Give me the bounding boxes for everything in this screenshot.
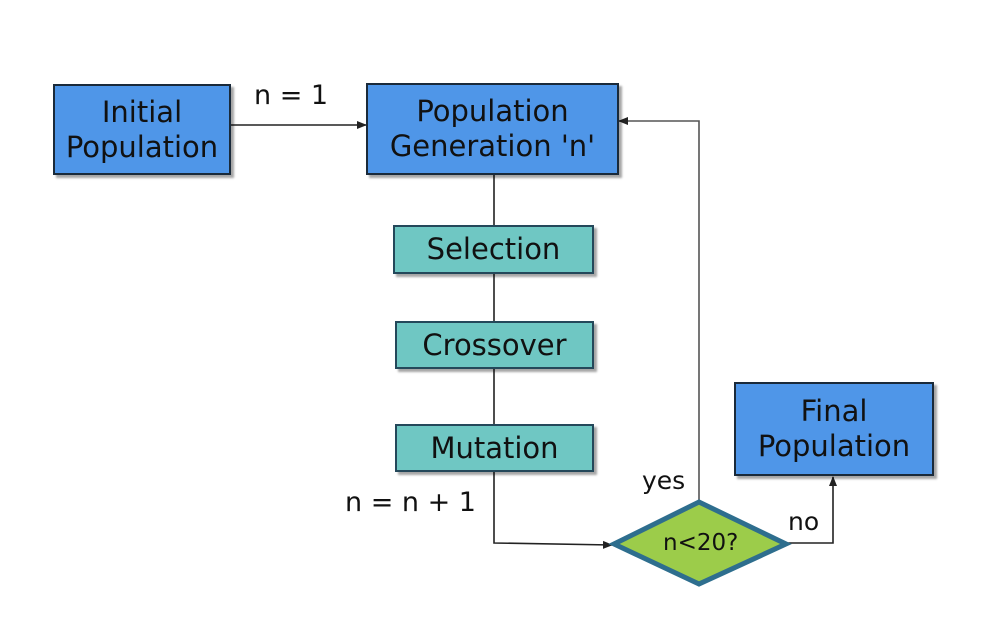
arrow-yes-loop xyxy=(618,117,700,500)
population-generation-line1: Population xyxy=(416,94,569,129)
edge-label-yes: yes xyxy=(642,466,686,495)
population-generation-line2: Generation 'n' xyxy=(389,129,596,163)
arrow-mutation-to-decision xyxy=(493,471,613,549)
initial-population-line2: Population xyxy=(65,129,219,164)
selection-label: Selection xyxy=(426,232,561,267)
crossover-label: Crossover xyxy=(422,327,567,362)
mutation-label: Mutation xyxy=(430,430,559,465)
final-population-line1: Final xyxy=(800,394,868,429)
initial-population-box: Initial Population xyxy=(53,84,231,175)
final-population-box: Final Population xyxy=(734,382,934,476)
decision-label: n<20? xyxy=(663,530,739,556)
population-generation-box: Population Generation 'n' xyxy=(366,83,619,175)
decision-diamond xyxy=(608,499,792,587)
edge-label-increment: n = n + 1 xyxy=(345,487,476,518)
final-population-line2: Population xyxy=(757,429,911,463)
mutation-box: Mutation xyxy=(395,424,594,472)
crossover-box: Crossover xyxy=(395,321,594,369)
initial-population-line1: Initial xyxy=(101,94,183,129)
arrow-no-to-final xyxy=(787,476,837,544)
edge-label-no: no xyxy=(788,507,820,536)
selection-box: Selection xyxy=(393,225,594,274)
edge-label-init: n = 1 xyxy=(254,80,329,111)
